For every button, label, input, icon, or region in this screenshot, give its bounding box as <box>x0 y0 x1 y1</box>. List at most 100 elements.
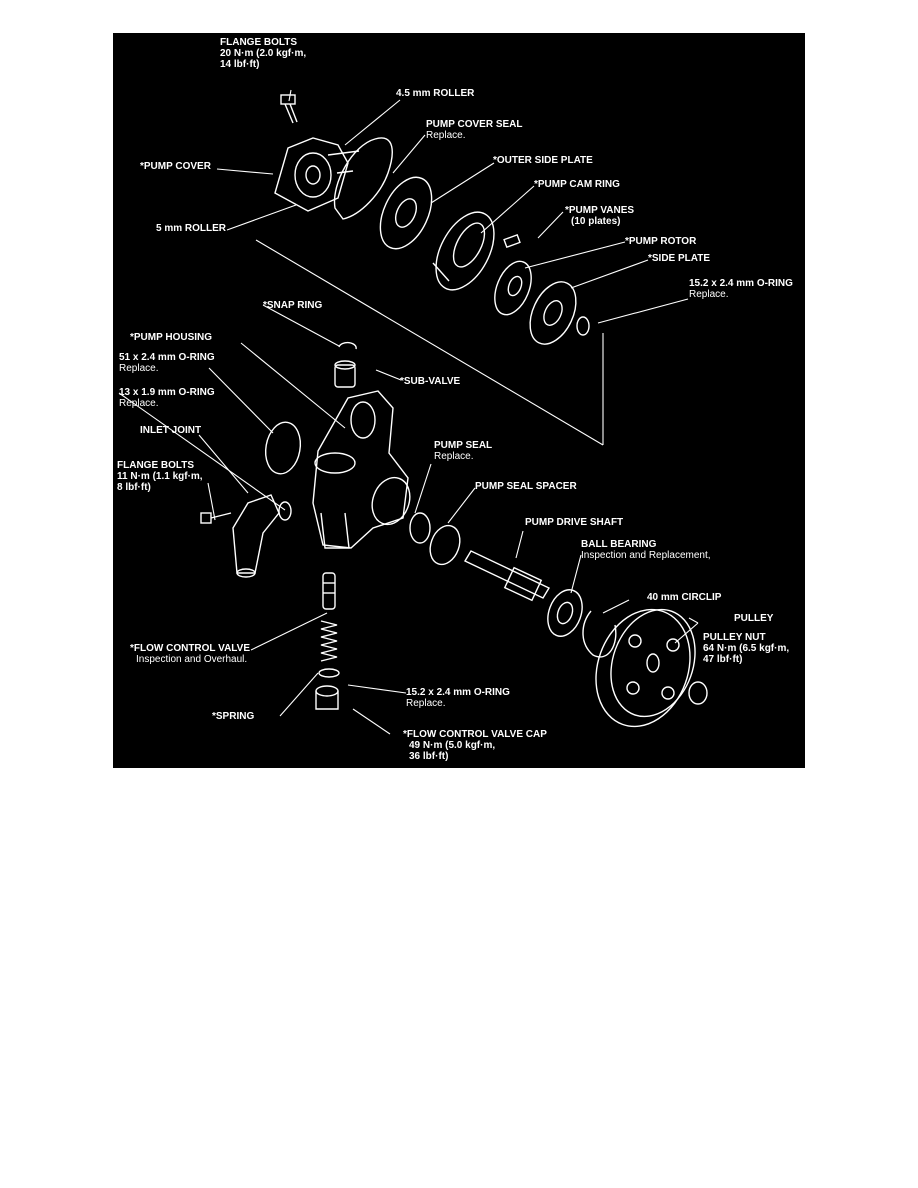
snap-ring-part <box>338 341 357 350</box>
leader-lines <box>118 89 699 735</box>
label-sub: Replace. <box>689 289 729 300</box>
label-title: 5 mm ROLLER <box>156 223 227 234</box>
label-title: *PUMP COVER <box>140 161 211 172</box>
oring-152-top-part <box>576 316 590 336</box>
label-flow-control-valve-cap: *FLOW CONTROL VALVE CAP 49 N·m (5.0 kgf·… <box>403 729 547 762</box>
label-torque: 11 N·m (1.1 kgf·m, <box>117 471 203 482</box>
label-sub: Replace. <box>426 130 466 141</box>
label-title: FLANGE BOLTS <box>117 460 195 471</box>
label-torque-imperial: 36 lbf·ft) <box>409 751 449 762</box>
label-roller-45: 4.5 mm ROLLER <box>396 88 474 99</box>
label-title: FLANGE BOLTS <box>220 37 298 48</box>
label-title: *FLOW CONTROL VALVE CAP <box>403 729 547 740</box>
label-sub: Inspection and Overhaul. <box>136 654 248 665</box>
ball-bearing-part <box>547 589 583 637</box>
pump-housing-part <box>312 390 411 549</box>
label-title: 13 x 1.9 mm O-RING <box>119 387 215 398</box>
label-pump-cover-seal: PUMP COVER SEAL Replace. <box>426 119 523 141</box>
pump-seal-part <box>409 512 431 544</box>
label-oring-152-top: 15.2 x 2.4 mm O-RING Replace. <box>689 278 793 300</box>
label-side-plate: *SIDE PLATE <box>648 253 710 264</box>
label-title: PULLEY NUT <box>703 632 766 643</box>
label-roller-5: 5 mm ROLLER <box>156 223 226 234</box>
label-oring-152-bottom: 15.2 x 2.4 mm O-RING Replace. <box>406 687 510 709</box>
label-title: PUMP SEAL <box>434 440 493 451</box>
label-ball-bearing: BALL BEARING Inspection and Replacement, <box>581 539 711 561</box>
label-pump-drive-shaft: PUMP DRIVE SHAFT <box>525 517 623 528</box>
outer-side-plate-part <box>379 176 433 250</box>
label-spring: *SPRING <box>212 711 254 722</box>
label-pump-rotor: *PUMP ROTOR <box>625 236 696 247</box>
label-title: 15.2 x 2.4 mm O-RING <box>406 687 510 698</box>
label-torque: 20 N·m (2.0 kgf·m, <box>220 48 307 59</box>
flow-control-valve-cap-part <box>315 685 339 710</box>
label-snap-ring: *SNAP RING <box>263 300 322 311</box>
label-circlip-40: 40 mm CIRCLIP <box>647 592 721 603</box>
oring-152-bottom-part <box>318 668 340 678</box>
label-title: 51 x 2.4 mm O-RING <box>119 352 215 363</box>
flange-bolt-top-part <box>280 94 298 124</box>
pump-cam-ring-part <box>432 211 495 291</box>
label-title: *SIDE PLATE <box>648 253 711 264</box>
pump-vanes-part <box>503 233 521 249</box>
flow-control-valve-part <box>322 572 336 610</box>
inlet-joint-part <box>232 494 280 578</box>
label-torque-imperial: 47 lbf·ft) <box>703 654 743 665</box>
pump-rotor-part <box>494 260 532 316</box>
pulley-part <box>595 608 696 728</box>
label-title: PULLEY <box>734 613 774 624</box>
label-title: *PUMP VANES <box>565 205 635 216</box>
label-sub: Replace. <box>119 363 159 374</box>
label-pump-vanes: *PUMP VANES (10 plates) <box>565 205 634 227</box>
label-torque-imperial: 14 lbf·ft) <box>220 59 260 70</box>
pump-seal-spacer-part <box>429 524 461 566</box>
label-sub: Inspection and Replacement, <box>581 550 711 561</box>
label-sub-valve: *SUB-VALVE <box>400 376 460 387</box>
label-title: PUMP DRIVE SHAFT <box>525 517 624 528</box>
label-sub: Replace. <box>119 398 159 409</box>
label-title: *PUMP ROTOR <box>625 236 697 247</box>
label-title: 15.2 x 2.4 mm O-RING <box>689 278 793 289</box>
pump-drive-shaft-part <box>464 550 550 602</box>
label-pulley-nut: PULLEY NUT 64 N·m (6.5 kgf·m, 47 lbf·ft) <box>703 632 789 665</box>
label-sub: Replace. <box>406 698 446 709</box>
label-torque: 49 N·m (5.0 kgf·m, <box>409 740 496 751</box>
label-title: *PUMP CAM RING <box>534 179 620 190</box>
label-pump-seal-spacer: PUMP SEAL SPACER <box>475 481 577 492</box>
flange-bolts-lower-part <box>200 512 232 524</box>
label-pump-cover: *PUMP COVER <box>140 161 211 172</box>
spring-part <box>320 620 338 662</box>
label-title: *SNAP RING <box>263 300 323 311</box>
label-pump-seal: PUMP SEAL Replace. <box>434 440 492 462</box>
label-title: *FLOW CONTROL VALVE <box>130 643 250 654</box>
label-title: *PUMP HOUSING <box>130 332 213 343</box>
label-title: *OUTER SIDE PLATE <box>493 155 593 166</box>
pulley-nut-part <box>688 681 708 705</box>
label-title: PUMP SEAL SPACER <box>475 481 577 492</box>
label-sub: Replace. <box>434 451 474 462</box>
oring-13-part <box>278 501 292 521</box>
label-torque-imperial: 8 lbf·ft) <box>117 482 151 493</box>
diagram-artwork <box>118 89 708 735</box>
label-sub: (10 plates) <box>571 216 621 227</box>
label-torque: 64 N·m (6.5 kgf·m, <box>703 643 790 654</box>
label-inlet-joint: INLET JOINT <box>140 425 201 436</box>
label-pump-cam-ring: *PUMP CAM RING <box>534 179 620 190</box>
pump-cover-part <box>274 137 360 212</box>
sub-valve-part <box>334 360 356 388</box>
label-flange-bolts-lower: FLANGE BOLTS 11 N·m (1.1 kgf·m, 8 lbf·ft… <box>117 460 203 493</box>
exploded-view-diagram: FLANGE BOLTS 20 N·m (2.0 kgf·m, 14 lbf·f… <box>113 33 805 768</box>
label-title: PUMP COVER SEAL <box>426 119 523 130</box>
label-outer-side-plate: *OUTER SIDE PLATE <box>493 155 593 166</box>
circlip-40-part <box>582 610 617 658</box>
label-flow-control-valve: *FLOW CONTROL VALVE Inspection and Overh… <box>130 643 250 665</box>
label-flange-bolts-top: FLANGE BOLTS 20 N·m (2.0 kgf·m, 14 lbf·f… <box>220 37 306 70</box>
label-oring-51: 51 x 2.4 mm O-RING Replace. <box>119 352 215 374</box>
label-title: 4.5 mm ROLLER <box>396 88 475 99</box>
label-oring-13: 13 x 1.9 mm O-RING Replace. <box>119 387 215 409</box>
side-plate-part <box>529 281 577 345</box>
oring-51-part <box>264 421 302 475</box>
label-title: 40 mm CIRCLIP <box>647 592 722 603</box>
label-title: *SPRING <box>212 711 255 722</box>
label-title: BALL BEARING <box>581 539 657 550</box>
